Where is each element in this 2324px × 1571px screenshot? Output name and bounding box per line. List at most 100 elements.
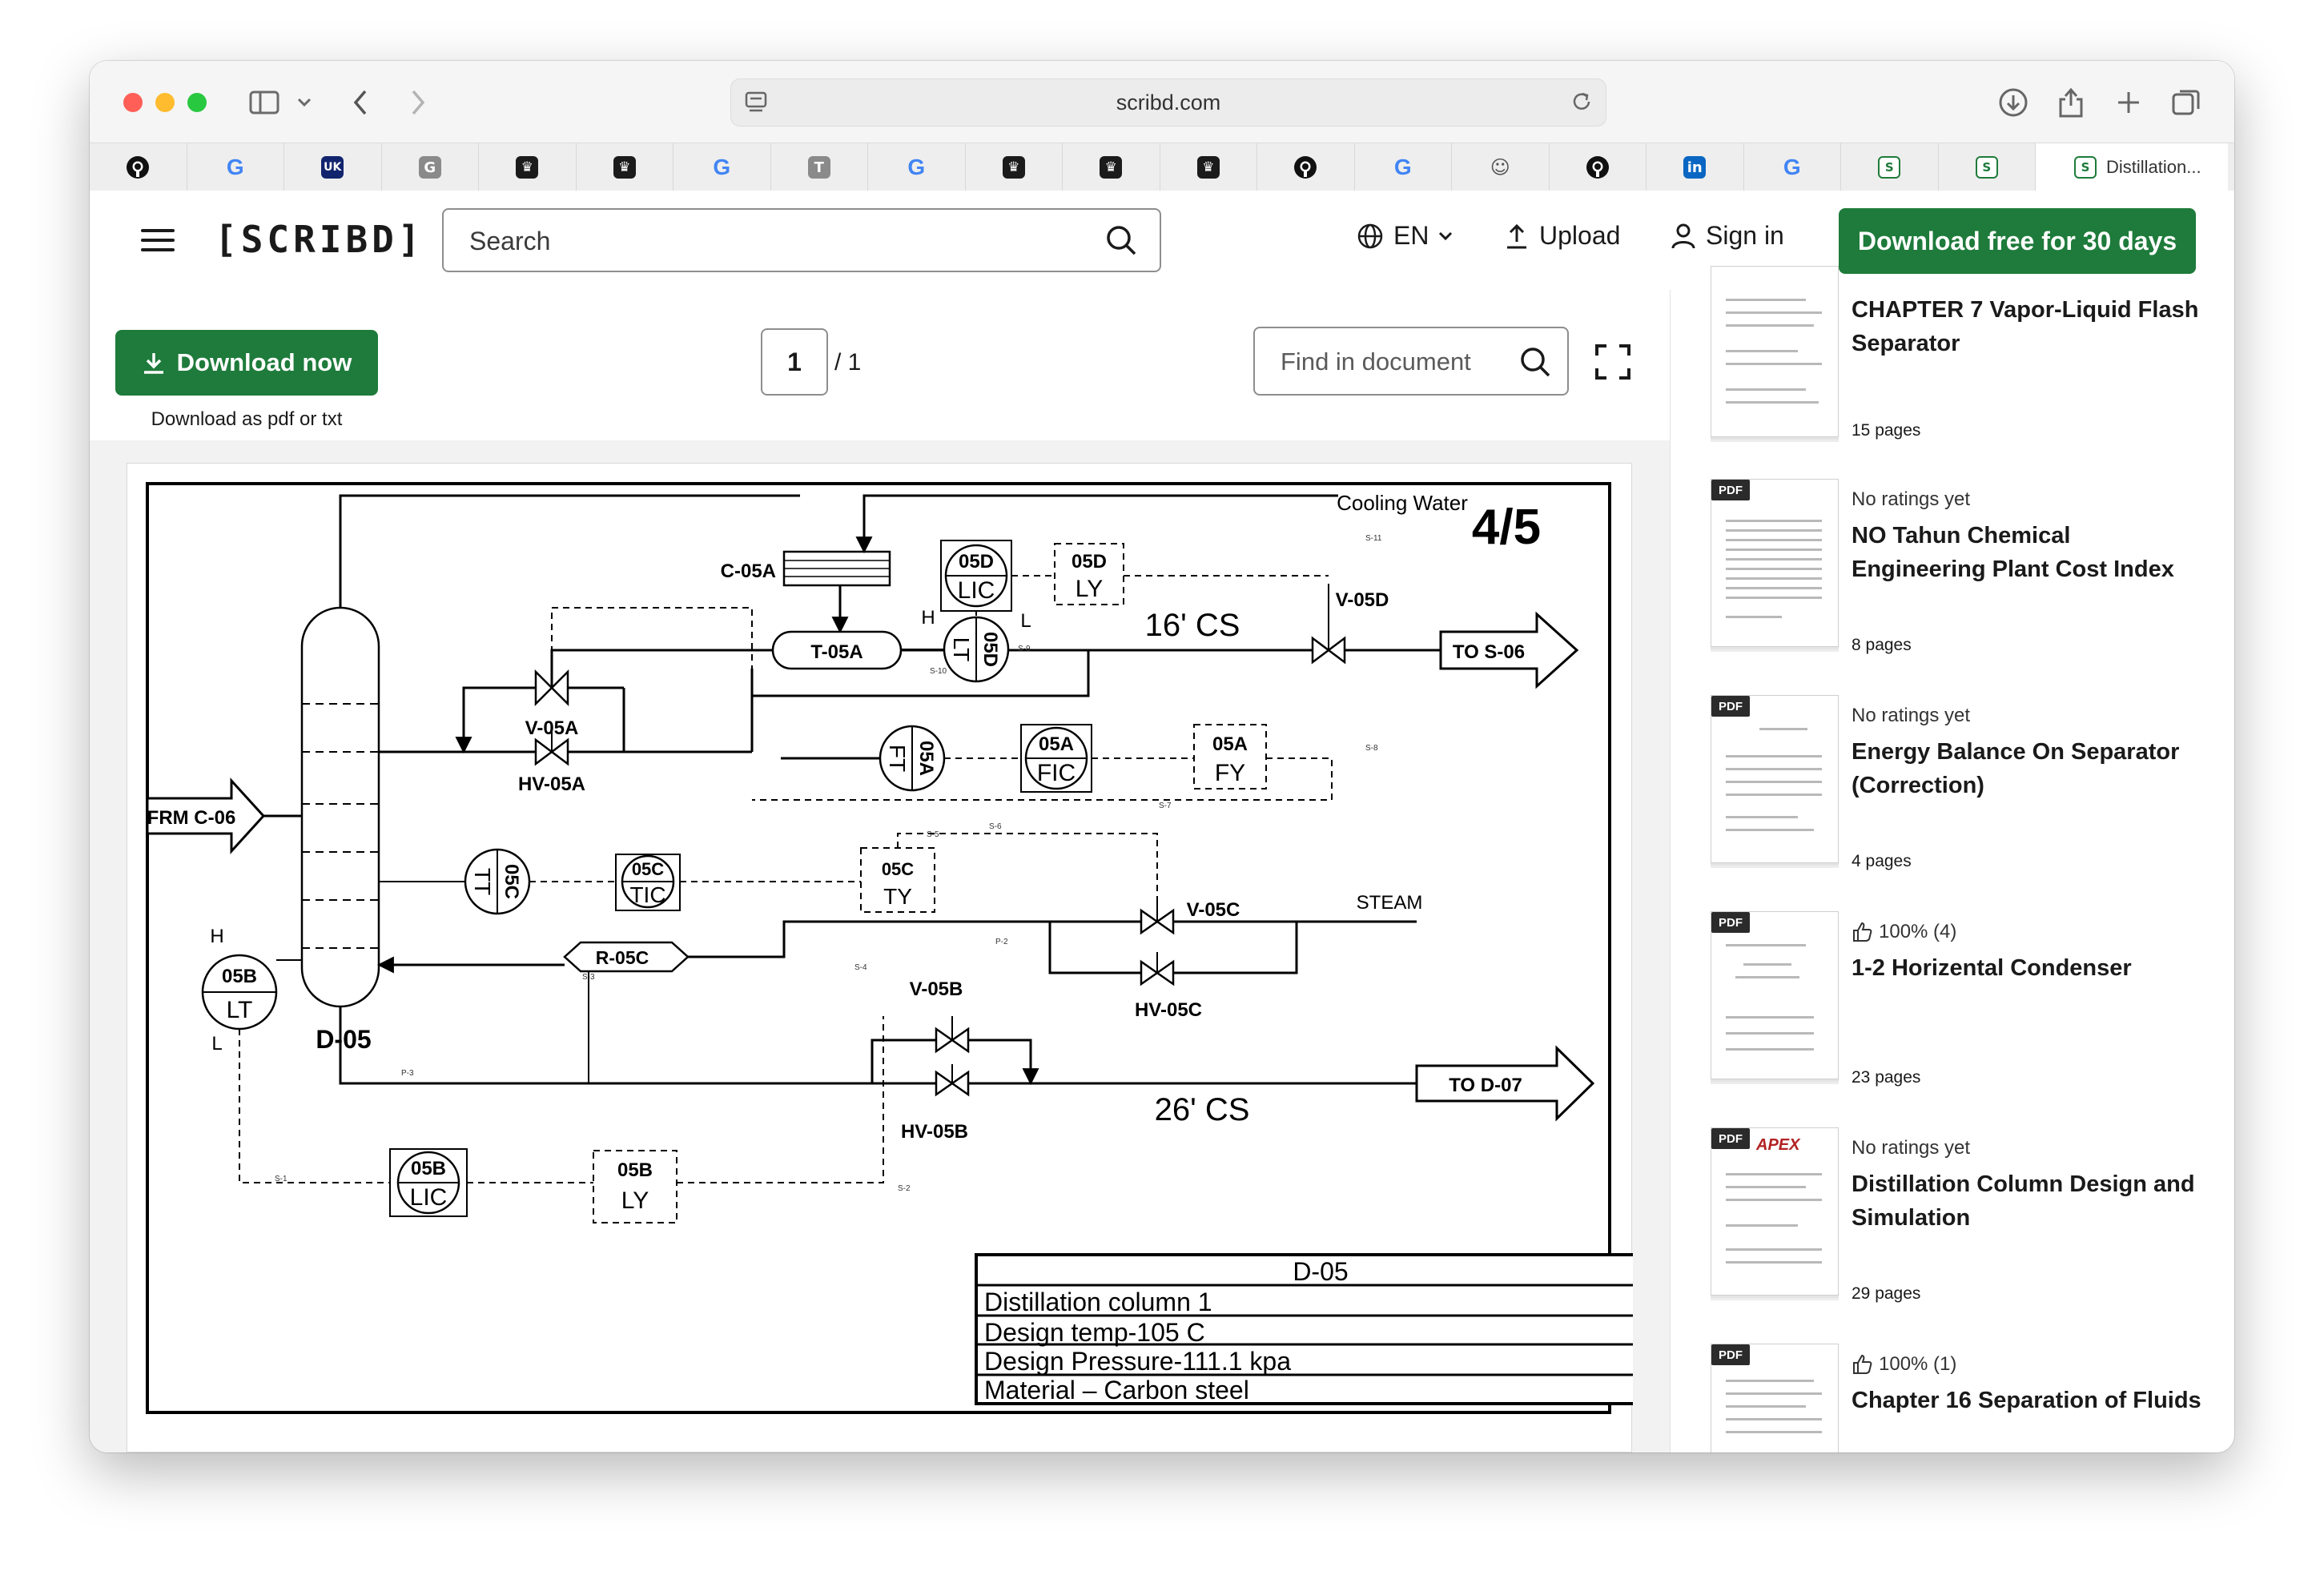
tab-crown[interactable]: ♛ (1160, 143, 1257, 191)
tab-overview-icon[interactable] (2167, 83, 2205, 122)
pdf-badge: PDF (1711, 480, 1750, 500)
scribd-s-icon: S (1878, 156, 1901, 179)
stream-label: S-8 (1365, 744, 1378, 753)
h-top-label: H (921, 607, 935, 629)
inst-05a-ft-tag: 05A (915, 741, 937, 776)
stream-label: S-10 (930, 667, 947, 676)
related-rating: 100% (4) (1852, 921, 1956, 943)
tab-uk[interactable]: UK (284, 143, 382, 191)
inst-05d-ly-type: LY (1076, 576, 1103, 602)
rating-text: 100% (1) (1879, 1353, 1957, 1375)
to-s06-label: TO S-06 (1453, 641, 1525, 663)
related-rating: No ratings yet (1852, 705, 1970, 727)
related-item[interactable]: PDF 100% (4) 1-2 Horizental Condenser 23… (1711, 911, 2223, 1111)
tab-crown[interactable]: ♛ (577, 143, 673, 191)
related-item[interactable]: PDF No ratings yet NO Tahun Chemical Eng… (1711, 479, 2223, 679)
tab-google[interactable]: G (673, 143, 771, 191)
tab-crown[interactable]: ♛ (966, 143, 1063, 191)
related-title[interactable]: NO Tahun Chemical Engineering Plant Cost… (1852, 523, 2174, 582)
tab-google[interactable]: G (1355, 143, 1452, 191)
tab-google[interactable]: G (1744, 143, 1841, 191)
search-box[interactable] (442, 208, 1161, 272)
tab-scribd[interactable]: S (1939, 143, 2036, 191)
tab-active-distillation[interactable]: S Distillation... (2036, 143, 2228, 191)
tab-grey-t[interactable]: T (771, 143, 868, 191)
tab-crown[interactable]: ♛ (1063, 143, 1160, 191)
related-rating: No ratings yet (1852, 488, 1970, 511)
tab-pet[interactable]: ☺ (1452, 143, 1550, 191)
page-label: 4/5 (1472, 500, 1541, 555)
crown-icon: ♛ (613, 156, 636, 179)
related-item[interactable]: PDF APEX No ratings yet Distillation Col… (1711, 1127, 2223, 1328)
user-icon (1671, 223, 1695, 248)
tab-strip: G UK G ♛ ♛ G T G ♛ ♛ ♛ G ☺ in G S S S Di… (90, 143, 2234, 192)
language-selector[interactable]: EN (1357, 221, 1453, 251)
stream-label: S-1 (275, 1175, 287, 1183)
download-free-button[interactable]: Download free for 30 days (1839, 208, 2196, 274)
tab-google[interactable]: G (868, 143, 966, 191)
find-in-document-field[interactable]: Find in document (1253, 327, 1569, 396)
related-title[interactable]: CHAPTER 7 Vapor-Liquid Flash Separator (1852, 297, 2199, 356)
tab-grey-g[interactable]: G (382, 143, 479, 191)
tab-google[interactable]: G (187, 143, 284, 191)
close-window-button[interactable] (123, 93, 143, 112)
menu-icon[interactable] (141, 229, 175, 251)
table-row: Design Pressure-111.1 kpa (984, 1347, 1291, 1376)
sidebar-toggle-icon[interactable] (245, 83, 283, 122)
downloads-icon[interactable] (1994, 83, 2032, 122)
related-item[interactable]: PDF No ratings yet Energy Balance On Sep… (1711, 695, 2223, 895)
new-tab-icon[interactable] (2109, 83, 2148, 122)
search-input[interactable] (468, 224, 1080, 258)
crown-icon: ♛ (516, 156, 539, 179)
reload-icon[interactable] (1569, 89, 1594, 119)
related-item[interactable]: CHAPTER 7 Vapor-Liquid Flash Separator 1… (1711, 266, 2223, 442)
document-viewer[interactable]: 4/5 Cooling Water D-05 C-05 (90, 440, 1670, 1452)
sign-in-link[interactable]: Sign in (1671, 221, 1784, 251)
pdf-badge: PDF (1711, 1128, 1750, 1149)
back-arrow-icon[interactable] (341, 83, 380, 122)
document-thumbnail: PDF (1711, 695, 1839, 863)
h-left-label: H (210, 926, 223, 947)
related-title[interactable]: Energy Balance On Separator (Correction) (1852, 739, 2180, 798)
steam-label: STEAM (1357, 892, 1423, 914)
tab-linkedin[interactable]: in (1647, 143, 1744, 191)
zoom-window-button[interactable] (187, 93, 207, 112)
scribd-s-icon: S (1975, 156, 1998, 179)
tab-github[interactable] (1257, 143, 1355, 191)
grey-g-icon: G (418, 156, 441, 179)
address-bar[interactable]: scribd.com (730, 78, 1606, 127)
related-pages: 8 pages (1852, 636, 1912, 654)
search-icon[interactable] (1519, 346, 1551, 382)
upload-link[interactable]: Upload (1504, 221, 1620, 251)
page-number-input[interactable]: 1 (761, 328, 828, 396)
scribd-s-icon: S (2074, 156, 2097, 179)
related-title[interactable]: Distillation Column Design and Simulatio… (1852, 1171, 2195, 1231)
tab-scribd[interactable]: S (1841, 143, 1939, 191)
document-thumbnail: PDF (1711, 911, 1839, 1079)
share-icon[interactable] (2052, 83, 2090, 122)
rating-text: No ratings yet (1852, 705, 1971, 726)
related-rating: No ratings yet (1852, 1137, 1970, 1159)
search-icon[interactable] (1105, 224, 1137, 260)
upload-icon (1507, 223, 1526, 248)
stream-label: S-6 (989, 822, 1002, 831)
related-item[interactable]: PDF 100% (1) Chapter 16 Separation of Fl… (1711, 1344, 2223, 1452)
tab-github[interactable] (1550, 143, 1647, 191)
forward-arrow-icon[interactable] (399, 83, 437, 122)
stream-label: S-11 (1365, 534, 1382, 543)
minimize-window-button[interactable] (155, 93, 175, 112)
r05c-label: R-05C (596, 947, 649, 968)
tab-crown[interactable]: ♛ (479, 143, 577, 191)
inst-05b-lic-tag: 05B (411, 1158, 446, 1179)
v05b-label: V-05B (910, 978, 963, 1000)
related-title[interactable]: Chapter 16 Separation of Fluids (1852, 1388, 2201, 1413)
page-settings-icon[interactable] (744, 90, 768, 119)
related-title[interactable]: 1-2 Horizental Condenser (1852, 955, 2132, 981)
tab-github[interactable] (90, 143, 187, 191)
chevron-down-icon[interactable] (285, 83, 324, 122)
inst-05d-ly-tag: 05D (1072, 551, 1107, 573)
fullscreen-icon[interactable] (1594, 343, 1632, 381)
download-now-button[interactable]: Download now (115, 330, 378, 396)
scribd-logo[interactable]: [SCRIBD] (215, 218, 424, 261)
download-icon (143, 353, 163, 374)
